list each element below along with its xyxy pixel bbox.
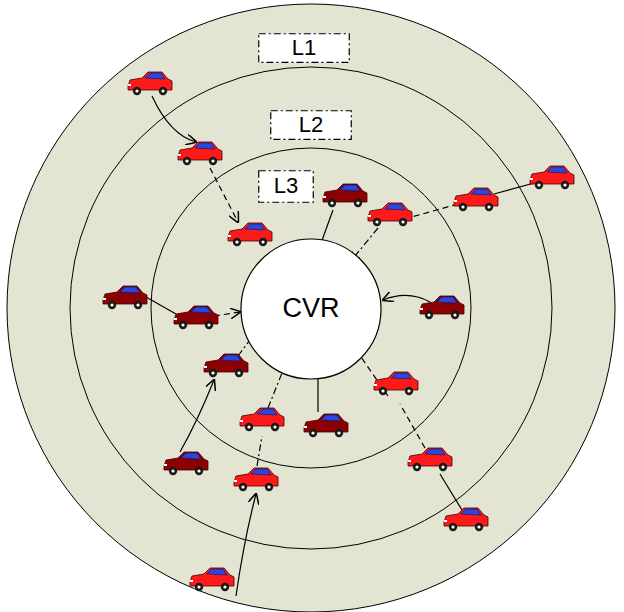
car-icon [103, 286, 147, 309]
relay-line [400, 404, 425, 448]
car-icon [323, 184, 367, 207]
node-label: L1 [292, 36, 316, 60]
circle-outline [241, 239, 381, 379]
ring-l2 [70, 67, 552, 549]
move-arrow [236, 494, 256, 596]
dashed-frame [271, 111, 352, 140]
car-icon [228, 223, 272, 246]
car-icon [304, 414, 348, 437]
car-icon [174, 306, 218, 329]
ring-l3 [151, 148, 471, 468]
car-icon [408, 448, 452, 471]
node-label: L3 [274, 174, 298, 198]
car-icon [234, 468, 278, 491]
car-icon [190, 568, 234, 591]
car-icon [368, 203, 412, 226]
dashed-frame [259, 171, 314, 203]
car-icon [178, 142, 222, 165]
move-line [146, 297, 176, 314]
ring-l1 [7, 4, 615, 612]
relay-line [408, 204, 458, 218]
dashed-frame [259, 34, 350, 63]
relay-line [257, 436, 262, 466]
car-icon [530, 166, 574, 189]
car-icon [420, 296, 464, 319]
car-icon [240, 408, 284, 431]
report-arrow [210, 168, 238, 222]
node-label: L2 [299, 113, 323, 137]
car-icon [374, 372, 418, 395]
layer-label: L2 [270, 110, 352, 140]
node-label: CVR [282, 294, 339, 324]
layer-label: L3 [258, 170, 314, 203]
car-icon [128, 72, 172, 95]
cvr-circle: CVR [240, 238, 382, 380]
move-line [440, 474, 462, 510]
car-icon [454, 188, 498, 211]
move-arrow [152, 96, 196, 142]
layer-label: L1 [258, 33, 350, 63]
car-icon [204, 354, 248, 377]
report-arrow [383, 295, 430, 302]
move-arrow [180, 380, 214, 452]
car-icon [164, 452, 208, 475]
car-icon [444, 508, 488, 531]
